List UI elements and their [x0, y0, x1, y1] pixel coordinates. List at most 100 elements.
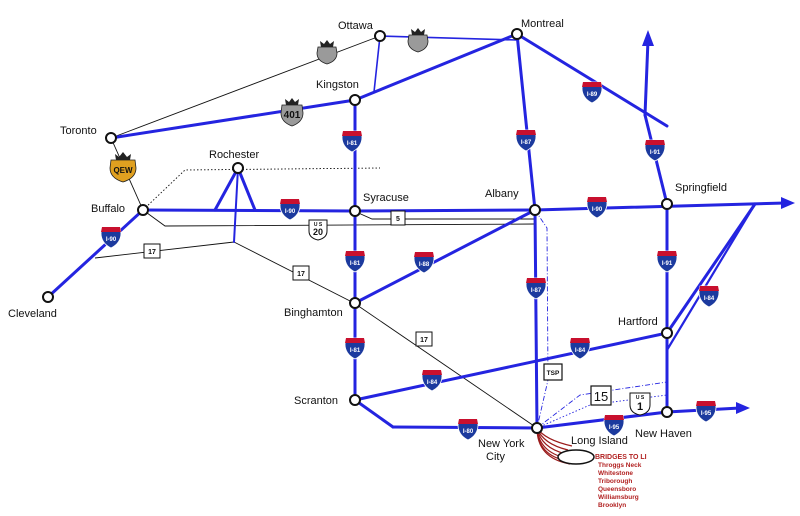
node-hartford[interactable]	[661, 327, 673, 339]
svg-text:I-81: I-81	[350, 261, 361, 267]
i90-east	[533, 201, 787, 212]
bridges-legend: BRIDGES TO LI Throggs Neck Whitestone Tr…	[595, 454, 647, 509]
hwy-401	[109, 98, 357, 140]
svg-text:17: 17	[420, 337, 428, 344]
i88	[353, 208, 537, 305]
label-long-island: Long Island	[571, 435, 628, 447]
node-new-haven[interactable]	[661, 406, 673, 418]
node-springfield[interactable]	[661, 198, 673, 210]
i87-north	[515, 32, 537, 212]
svg-text:U S: U S	[636, 395, 645, 401]
svg-text:I-89: I-89	[587, 92, 598, 98]
label-binghamton: Binghamton	[284, 307, 343, 319]
shield-i84: I-84	[698, 285, 720, 308]
label-syracuse: Syracuse	[363, 192, 409, 204]
label-toronto: Toronto	[60, 125, 97, 137]
shield-i81: I-81	[341, 130, 363, 153]
shield-i90: I-90	[279, 198, 301, 221]
i95-ct	[535, 410, 669, 430]
node-scranton[interactable]	[349, 394, 361, 406]
svg-text:I-84: I-84	[427, 380, 438, 386]
svg-text:17: 17	[148, 249, 156, 256]
node-buffalo[interactable]	[137, 204, 149, 216]
svg-text:17: 17	[297, 271, 305, 278]
shield-i80: I-80	[457, 418, 479, 441]
bridges-title: BRIDGES TO LI	[595, 454, 647, 461]
shield-ny5: 5	[390, 210, 406, 226]
label-new-haven: New Haven	[635, 428, 692, 440]
label-cleveland: Cleveland	[8, 308, 57, 320]
shield-i91: I-91	[656, 250, 678, 273]
label-hartford: Hartford	[618, 316, 658, 328]
state-route-shields: U S 20 5 17 17 17 TSP 15 U S	[143, 210, 651, 416]
i84-east	[665, 202, 757, 335]
node-syracuse[interactable]	[349, 205, 361, 217]
svg-text:I-90: I-90	[592, 207, 603, 213]
i80	[353, 398, 395, 429]
shield-tsp: TSP	[543, 363, 563, 381]
node-kingston[interactable]	[349, 94, 361, 106]
shield-ny17: 17	[143, 243, 161, 259]
city-labels: Ottawa Montreal Kingston Toronto Rochest…	[8, 18, 727, 463]
node-new-york-city[interactable]	[531, 422, 543, 434]
shield-i91: I-91	[644, 139, 666, 162]
svg-text:I-91: I-91	[662, 261, 673, 267]
node-albany[interactable]	[529, 204, 541, 216]
interstate-shields: I-81 I-81 I-81 I-87 I-87 I-89 I-91 I-91 …	[100, 81, 720, 441]
label-scranton: Scranton	[294, 395, 338, 407]
route-ny17-west	[94, 241, 235, 259]
shield-i81: I-81	[344, 337, 366, 360]
shield-us1: U S 1	[629, 392, 651, 416]
node-ottawa[interactable]	[374, 30, 386, 42]
svg-text:I-80: I-80	[463, 429, 474, 435]
route-arrows	[642, 30, 795, 414]
secondary-routes	[94, 35, 668, 429]
svg-text:1: 1	[637, 401, 643, 413]
svg-text:I-81: I-81	[347, 141, 358, 147]
bridge-item: Throggs Neck	[598, 462, 642, 469]
svg-text:I-90: I-90	[285, 209, 296, 215]
interstate-routes	[46, 32, 787, 430]
svg-text:I-84: I-84	[704, 296, 715, 302]
label-springfield: Springfield	[675, 182, 727, 194]
node-binghamton[interactable]	[349, 297, 361, 309]
shield-i90: I-90	[586, 196, 608, 219]
i84-ext	[665, 202, 757, 352]
arrow-east-icon	[736, 402, 750, 414]
svg-text:20: 20	[313, 227, 323, 237]
node-rochester[interactable]	[232, 162, 244, 174]
node-cleveland[interactable]	[42, 291, 54, 303]
bridge-item: Triborough	[598, 478, 632, 485]
node-toronto[interactable]	[105, 132, 117, 144]
svg-text:401: 401	[284, 110, 301, 121]
label-rochester: Rochester	[209, 149, 259, 161]
shield-i95: I-95	[603, 414, 625, 437]
label-new-york-city-line2: City	[486, 451, 505, 463]
svg-text:I-91: I-91	[650, 150, 661, 156]
svg-text:I-88: I-88	[419, 262, 430, 268]
shield-i84: I-84	[569, 337, 591, 360]
svg-text:I-95: I-95	[609, 425, 620, 431]
shield-i90: I-90	[100, 226, 122, 249]
i91-vt	[643, 38, 650, 117]
svg-text:I-84: I-84	[575, 348, 586, 354]
shield-i89: I-89	[581, 81, 603, 104]
i90-mid	[353, 208, 537, 213]
shield-i87: I-87	[525, 277, 547, 300]
svg-text:I-87: I-87	[521, 140, 532, 146]
svg-text:QEW: QEW	[113, 166, 133, 175]
i90-west	[141, 208, 357, 213]
i84-west	[353, 331, 669, 402]
hwy-ottawa-kingston	[373, 35, 381, 93]
shield-i87: I-87	[515, 129, 537, 152]
i89	[515, 32, 669, 128]
label-kingston: Kingston	[316, 79, 359, 91]
shield-401: 401	[280, 98, 304, 127]
rochester-spur-c	[233, 167, 239, 243]
shield-i81: I-81	[344, 250, 366, 273]
shield-us20: U S 20	[308, 219, 328, 241]
canadian-shields: 401 QEW	[109, 27, 429, 183]
node-montreal[interactable]	[511, 28, 523, 40]
i87-south	[533, 208, 539, 430]
